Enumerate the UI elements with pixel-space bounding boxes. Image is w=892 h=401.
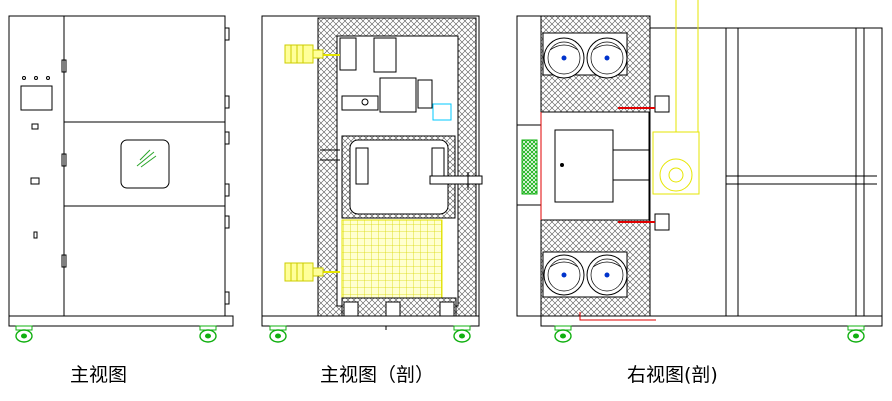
caption-right-section: 右视图(剖): [627, 364, 718, 386]
fan-impeller-icon: [586, 37, 628, 79]
front-view: [8, 15, 234, 327]
caption-front-section: 主视图（剖）: [320, 364, 435, 386]
viewing-window: [120, 139, 170, 189]
fan-impeller-icon: [586, 254, 628, 296]
caption-front-view: 主视图: [70, 364, 128, 386]
front-section-view: [261, 15, 483, 330]
caster-wheel-icon: [199, 325, 217, 343]
door-handle-icon: [61, 59, 67, 73]
fan-impeller-icon: [543, 254, 585, 296]
fan-impeller-icon: [543, 37, 585, 79]
caster-wheel-icon: [847, 325, 865, 343]
caster-wheel-icon: [15, 325, 33, 343]
caster-wheel-icon: [554, 325, 572, 343]
caster-wheel-icon: [453, 325, 471, 343]
caster-wheel-icon: [269, 325, 287, 343]
